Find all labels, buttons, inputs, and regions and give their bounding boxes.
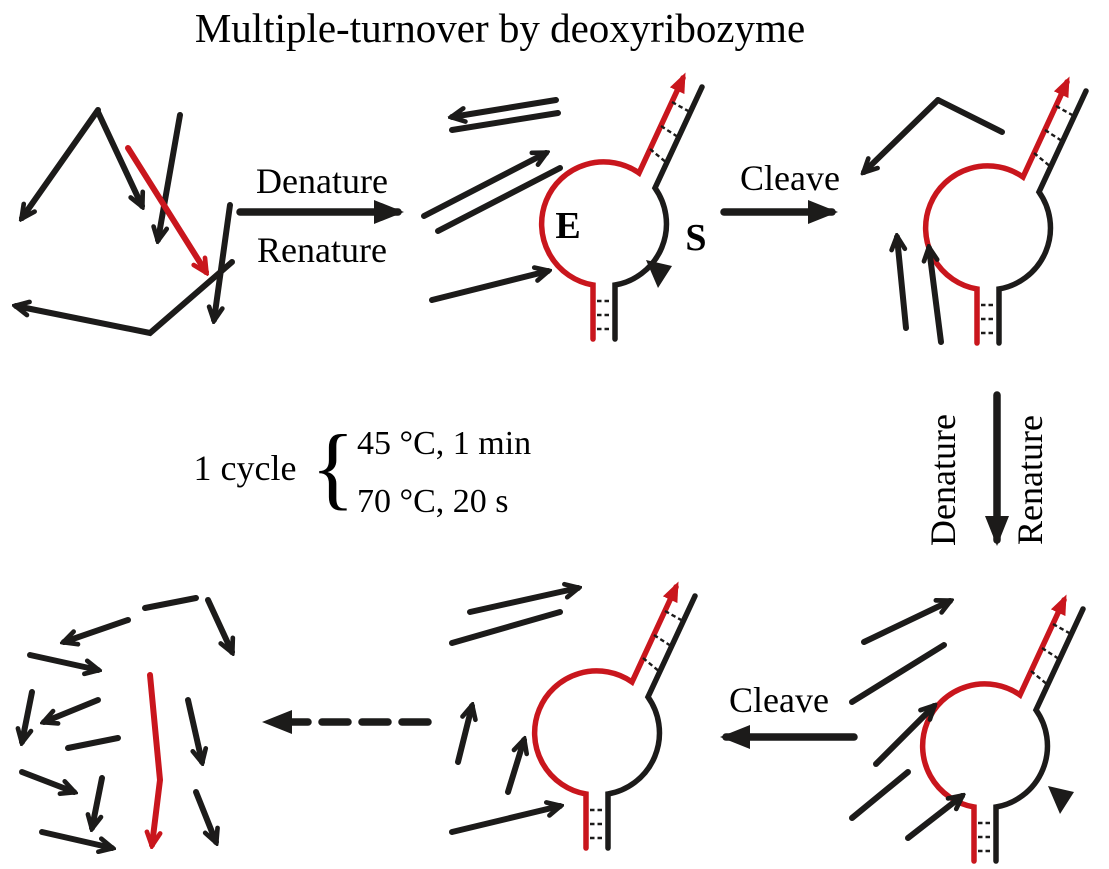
denature-vertical-label: Denature bbox=[923, 414, 963, 546]
cleave-top-label: Cleave bbox=[740, 158, 840, 198]
enzyme-strand-arrow bbox=[150, 672, 164, 845]
cleave-bottom-label: Cleave bbox=[729, 680, 829, 720]
complex-bottom-right bbox=[923, 600, 1083, 861]
enzyme-strand-arrow bbox=[125, 145, 206, 272]
cycle-label: 1 cycle bbox=[194, 448, 297, 488]
cluster-products-bottom-left bbox=[22, 595, 232, 848]
deoxyribozyme-complex bbox=[926, 82, 1086, 343]
renature-vertical-label: Renature bbox=[1010, 415, 1050, 545]
cleavage-site-marker bbox=[646, 260, 672, 288]
condition-step1: 45 °C, 1 min bbox=[357, 425, 531, 462]
enzyme-label: E bbox=[555, 205, 580, 247]
strands-around-bottom-middle-complex bbox=[449, 588, 578, 835]
cleave-arrow-top: Cleave bbox=[720, 158, 840, 224]
denature-renature-arrow-top: Denature Renature bbox=[236, 161, 404, 270]
diagram-title: Multiple-turnover by deoxyribozyme bbox=[195, 5, 805, 51]
renature-label: Renature bbox=[257, 230, 387, 270]
strands-around-top-middle-complex bbox=[421, 97, 563, 303]
strands-around-top-right-complex bbox=[864, 97, 1005, 345]
complex-ES-top-middle: E S bbox=[542, 78, 707, 339]
deoxyribozyme-complex bbox=[923, 600, 1083, 861]
complex-top-right bbox=[926, 82, 1086, 343]
substrate-label: S bbox=[685, 217, 706, 259]
denature-label: Denature bbox=[256, 161, 388, 201]
cluster-denatured-strands-top-left bbox=[16, 107, 235, 337]
cleave-arrow-bottom: Cleave bbox=[720, 680, 858, 749]
brace: { bbox=[311, 416, 355, 518]
denature-renature-arrow-vertical: Denature Renature bbox=[923, 391, 1050, 546]
strands-around-bottom-right-complex bbox=[849, 598, 962, 841]
cycle-conditions: 1 cycle { 45 °C, 1 min 70 °C, 20 s bbox=[194, 416, 532, 520]
cleavage-site-marker bbox=[1048, 786, 1074, 814]
condition-step2: 70 °C, 20 s bbox=[357, 483, 509, 520]
